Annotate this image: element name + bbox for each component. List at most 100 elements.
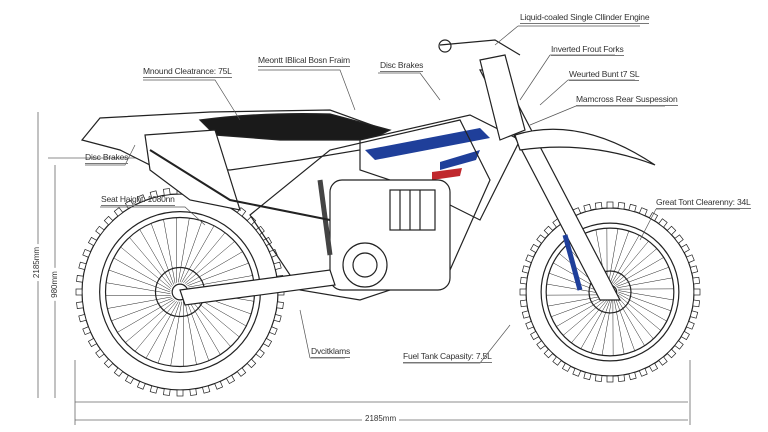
tire-knob (530, 330, 540, 341)
tire-knob (149, 190, 158, 199)
tire-knob (689, 265, 699, 274)
tire-knob (262, 337, 273, 348)
spoke (111, 298, 173, 322)
spoke (556, 298, 605, 327)
tire-knob (606, 375, 614, 383)
fork-decal (562, 234, 583, 291)
tire-knob (594, 374, 603, 383)
tire-knob (76, 301, 84, 309)
tire-knob (674, 340, 684, 350)
spoke (187, 298, 221, 355)
spoke (186, 251, 243, 285)
spoke (183, 232, 226, 283)
tire-knob (163, 188, 171, 196)
dimension-overall-length: 2185mm (362, 414, 400, 423)
tire-knob (87, 337, 98, 348)
tire-knob (648, 212, 659, 222)
front-fender (514, 128, 656, 166)
tire-knob (666, 225, 677, 236)
tire-knob (95, 348, 105, 359)
side-panel (144, 129, 241, 211)
spoke (590, 300, 611, 354)
spoke (601, 300, 612, 356)
tire-knob (246, 358, 257, 369)
tire-knob (536, 340, 546, 350)
tire-knob (680, 330, 690, 341)
swingarm (179, 269, 336, 306)
tire-knob (202, 385, 211, 394)
tire-knob (692, 299, 701, 308)
rear-shock (317, 179, 333, 256)
label-fuel-tank: Fuel Tank Capasity: 7.5L (403, 351, 492, 363)
spoke (616, 297, 645, 346)
spoke (609, 230, 630, 284)
tire-knob (176, 389, 184, 397)
spoke (181, 225, 215, 283)
label-weurted: Weurted Bunt t7 SL (569, 69, 640, 81)
spoke (551, 297, 604, 317)
tire-knob (686, 320, 695, 330)
label-rear-suspension: Mamcross Rear Suspession (576, 94, 678, 106)
tire-knob (75, 288, 83, 296)
handlebar (438, 39, 521, 56)
spoke (615, 298, 635, 351)
label-ground-clearance: Great Tont Clearenny: 34L (656, 197, 751, 209)
tire-knob (519, 276, 528, 285)
spoke (107, 296, 172, 309)
spoke (611, 235, 640, 284)
tire-knob (268, 248, 278, 258)
shroud-stripe-blue (365, 128, 490, 160)
tire-knob (680, 243, 690, 254)
spoke (188, 275, 253, 288)
tire-knob (689, 310, 699, 319)
tire-knob (113, 367, 124, 377)
spoke (608, 228, 619, 284)
tire-knob (255, 348, 265, 359)
brake-disc (588, 270, 632, 314)
tire-knob (666, 348, 677, 359)
spoke (617, 296, 654, 339)
label-mound-clearance: Mnound Cleatrance: 75L (143, 66, 232, 78)
spoke (571, 299, 608, 344)
spoke (614, 248, 657, 285)
tire-knob (628, 203, 637, 213)
tire-knob (519, 288, 527, 296)
tire-knob (692, 276, 701, 285)
spoke (612, 240, 649, 285)
spoke (618, 291, 672, 312)
label-disc-brakes-top: Disc Brakes (380, 60, 424, 72)
tire-knob (617, 201, 626, 210)
spoke (120, 246, 171, 289)
spoke (618, 293, 667, 322)
dimension-seat-height: 980mm (49, 268, 59, 301)
spoke (186, 299, 210, 361)
label-engine: Liquid-coaled Single Cllinder Engine (520, 12, 650, 24)
rim (540, 222, 680, 362)
tire-knob (78, 314, 87, 323)
tire-knob (525, 320, 534, 330)
tire-knob (225, 374, 236, 385)
spoke (178, 218, 190, 283)
spoke (150, 223, 174, 285)
seat (198, 113, 392, 141)
tire-knob (648, 362, 659, 372)
spoke (125, 300, 176, 343)
tire-knob (536, 234, 546, 244)
spoke (547, 295, 603, 307)
shroud-stripe-red (432, 168, 462, 180)
spoke (139, 229, 173, 286)
tire-knob (521, 310, 531, 319)
label-seat-height: Seat Haight: 1080nn (101, 194, 175, 206)
tire-knob (693, 288, 701, 296)
tire-knob (124, 374, 135, 385)
label-frame: Meontt IBlical Bosn Fraim (258, 55, 350, 67)
tire-knob (149, 385, 158, 394)
spoke (129, 237, 172, 288)
tire-knob (583, 203, 592, 213)
spoke (563, 299, 606, 336)
exhaust (149, 149, 331, 221)
spoke (618, 290, 674, 301)
number-plate (479, 54, 526, 141)
tire-knob (82, 248, 92, 258)
engine (329, 179, 451, 291)
